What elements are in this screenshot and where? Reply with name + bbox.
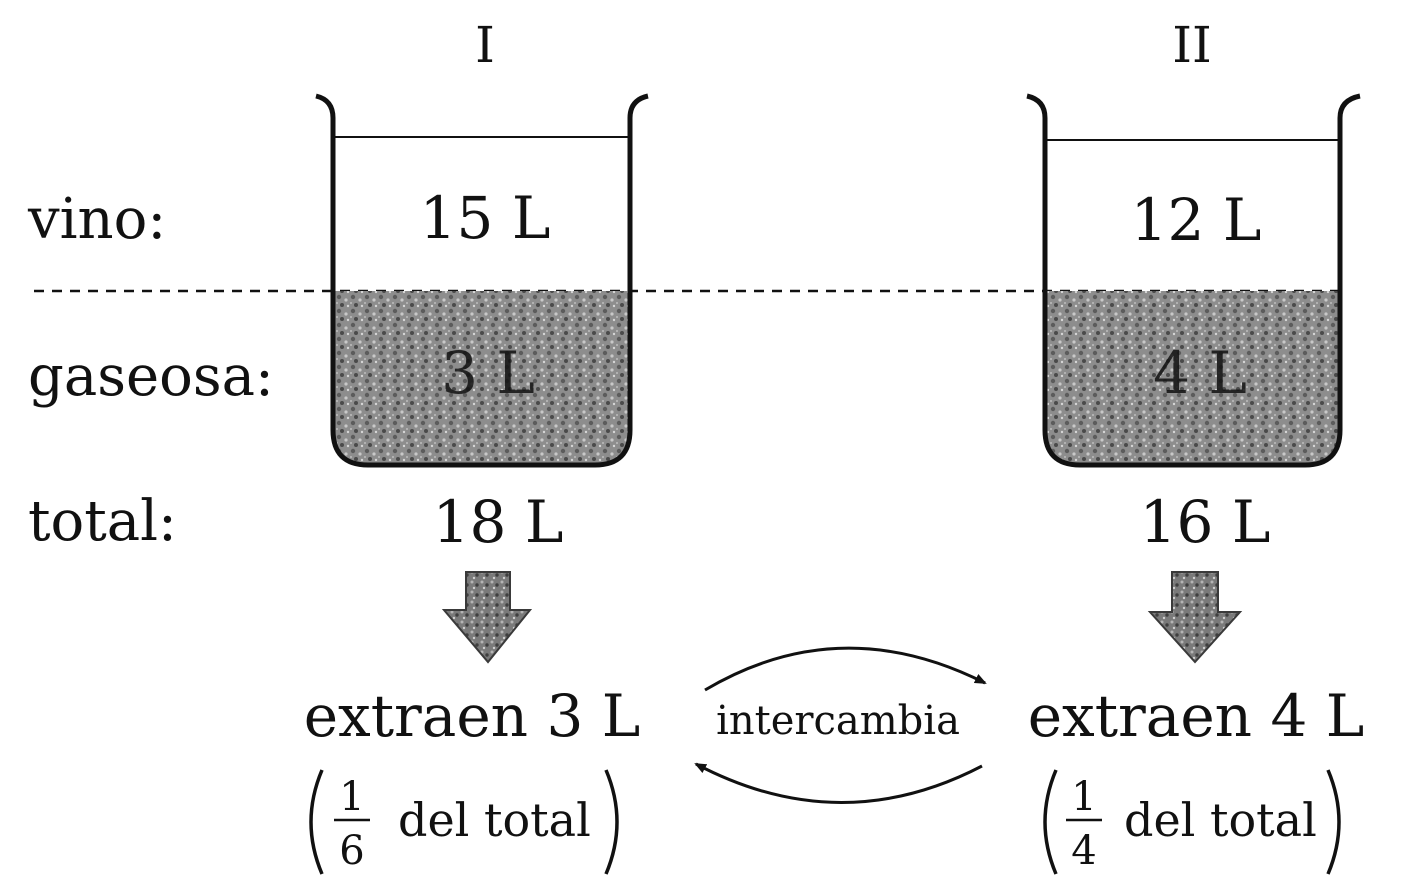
vessel-II-gaseosa-value: 4 L (1153, 339, 1247, 407)
vessel-I-down-arrow-icon (444, 572, 530, 662)
vessel-I-right-paren (606, 770, 617, 874)
vessel-II-right-paren (1328, 770, 1339, 874)
vessel-II-fraction: 1 4 del total (1045, 770, 1339, 874)
vessel-I: I 15 L 3 L 18 L extraen 3 L 1 6 del tota… (304, 16, 648, 874)
vessel-II-label: II (1172, 16, 1212, 74)
vessel-II-fraction-numerator: 1 (1071, 774, 1096, 820)
vessel-I-vino-value: 15 L (420, 184, 551, 252)
vessel-II-left-paren (1045, 770, 1056, 874)
vessel-II-total-value: 16 L (1140, 488, 1271, 556)
exchange-label: intercambia (716, 698, 960, 744)
vessel-II-vino-value: 12 L (1131, 186, 1262, 254)
vessel-I-label: I (475, 16, 495, 74)
vessel-II-down-arrow-icon (1150, 572, 1240, 662)
exchange-group: intercambia (696, 648, 985, 802)
vessel-I-left-paren (311, 770, 322, 874)
vessel-I-fraction: 1 6 del total (311, 770, 617, 874)
vessel-I-fraction-tail: del total (398, 793, 591, 847)
vessel-II-fraction-denominator: 4 (1071, 828, 1096, 874)
vessel-I-total-value: 18 L (433, 488, 564, 556)
vessel-I-fraction-denominator: 6 (339, 828, 364, 874)
vessel-I-fraction-numerator: 1 (339, 774, 364, 820)
vessel-I-gaseosa-value: 3 L (441, 339, 535, 407)
vessel-II-extract-text: extraen 4 L (1028, 682, 1365, 750)
row-label-gaseosa: gaseosa: (28, 344, 274, 409)
vessel-II-fraction-tail: del total (1124, 793, 1317, 847)
vessel-II: II 12 L 4 L 16 L extraen 4 L 1 4 del tot… (1027, 16, 1364, 874)
vessel-I-extract-text: extraen 3 L (304, 682, 641, 750)
row-label-total: total: (28, 489, 177, 554)
exchange-arrow-left-icon (696, 764, 982, 803)
row-label-vino: vino: (27, 187, 166, 252)
exchange-arrow-right-icon (705, 648, 985, 690)
